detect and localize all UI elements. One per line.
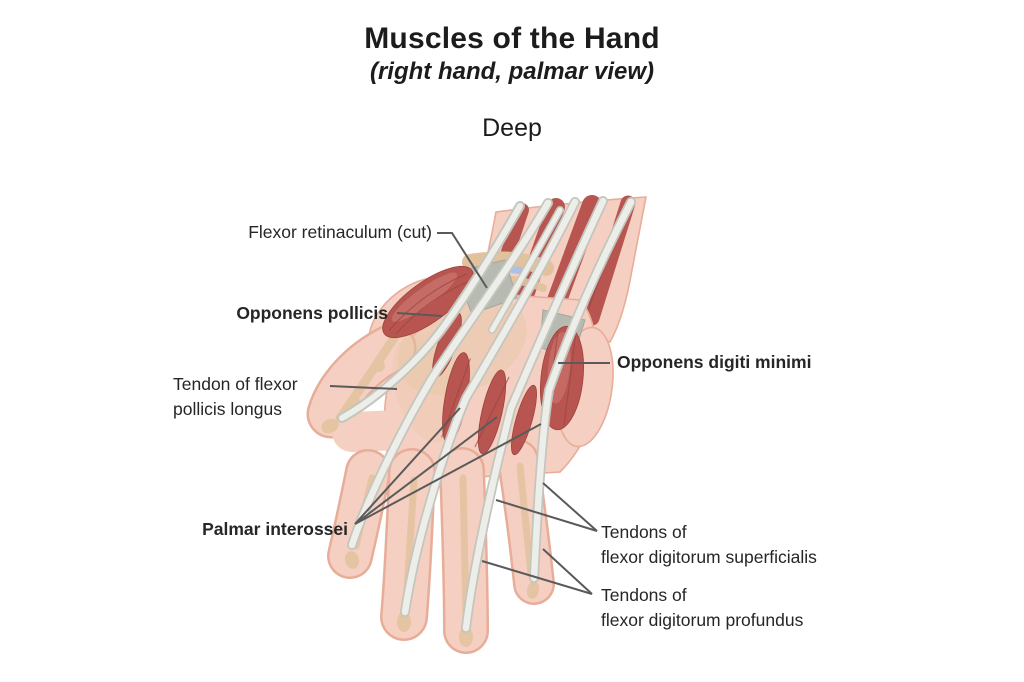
leader-palmar-interossei-1 — [354, 407, 461, 525]
leader-flexor-retinaculum — [437, 232, 488, 289]
label-opponens-pollicis: Opponens pollicis — [236, 303, 388, 323]
label-tendons-flexor-digitorum-profundus: Tendons of flexor digitorum profundus — [601, 585, 804, 630]
page-title: Muscles of the Hand — [364, 22, 660, 55]
leader-palmar-interossei-3 — [354, 423, 542, 525]
leader-tendons-profundus-1 — [542, 548, 593, 595]
index-fingertip-pad — [344, 551, 360, 569]
page-subtitle: (right hand, palmar view) — [369, 58, 655, 85]
leader-tendon-flexor-pollicis-longus — [329, 385, 398, 390]
thumb-tip-pad — [321, 418, 339, 434]
middle-fingertip-pad — [397, 612, 411, 632]
label-opponens-digiti-minimi: Opponens digiti minimi — [617, 352, 812, 372]
leader-lines — [329, 232, 610, 595]
opponens-pollicis-muscle — [382, 265, 474, 339]
leader-palmar-interossei-2 — [354, 416, 498, 525]
leader-tendons-superficialis-1 — [542, 482, 598, 532]
leader-tendons-profundus-2 — [481, 560, 593, 595]
thumb-bones — [335, 333, 399, 423]
flexor-tendons — [337, 196, 636, 633]
tendon-flexor-pollicis-longus-art — [339, 203, 523, 421]
label-palmar-interossei: Palmar interossei — [202, 519, 348, 539]
label-flexor-retinaculum: Flexor retinaculum (cut) — [248, 222, 432, 242]
leader-opponens-pollicis — [396, 312, 443, 317]
ring-fingertip-pad — [459, 627, 473, 647]
depth-label: Deep — [482, 114, 542, 142]
leader-tendons-superficialis-2 — [495, 499, 598, 532]
little-fingertip-pad — [526, 581, 540, 599]
label-tendon-flexor-pollicis-longus: Tendon of flexor pollicis longus — [173, 374, 298, 419]
label-tendons-flexor-digitorum-superficialis: Tendons of flexor digitorum superficiali… — [601, 522, 817, 567]
